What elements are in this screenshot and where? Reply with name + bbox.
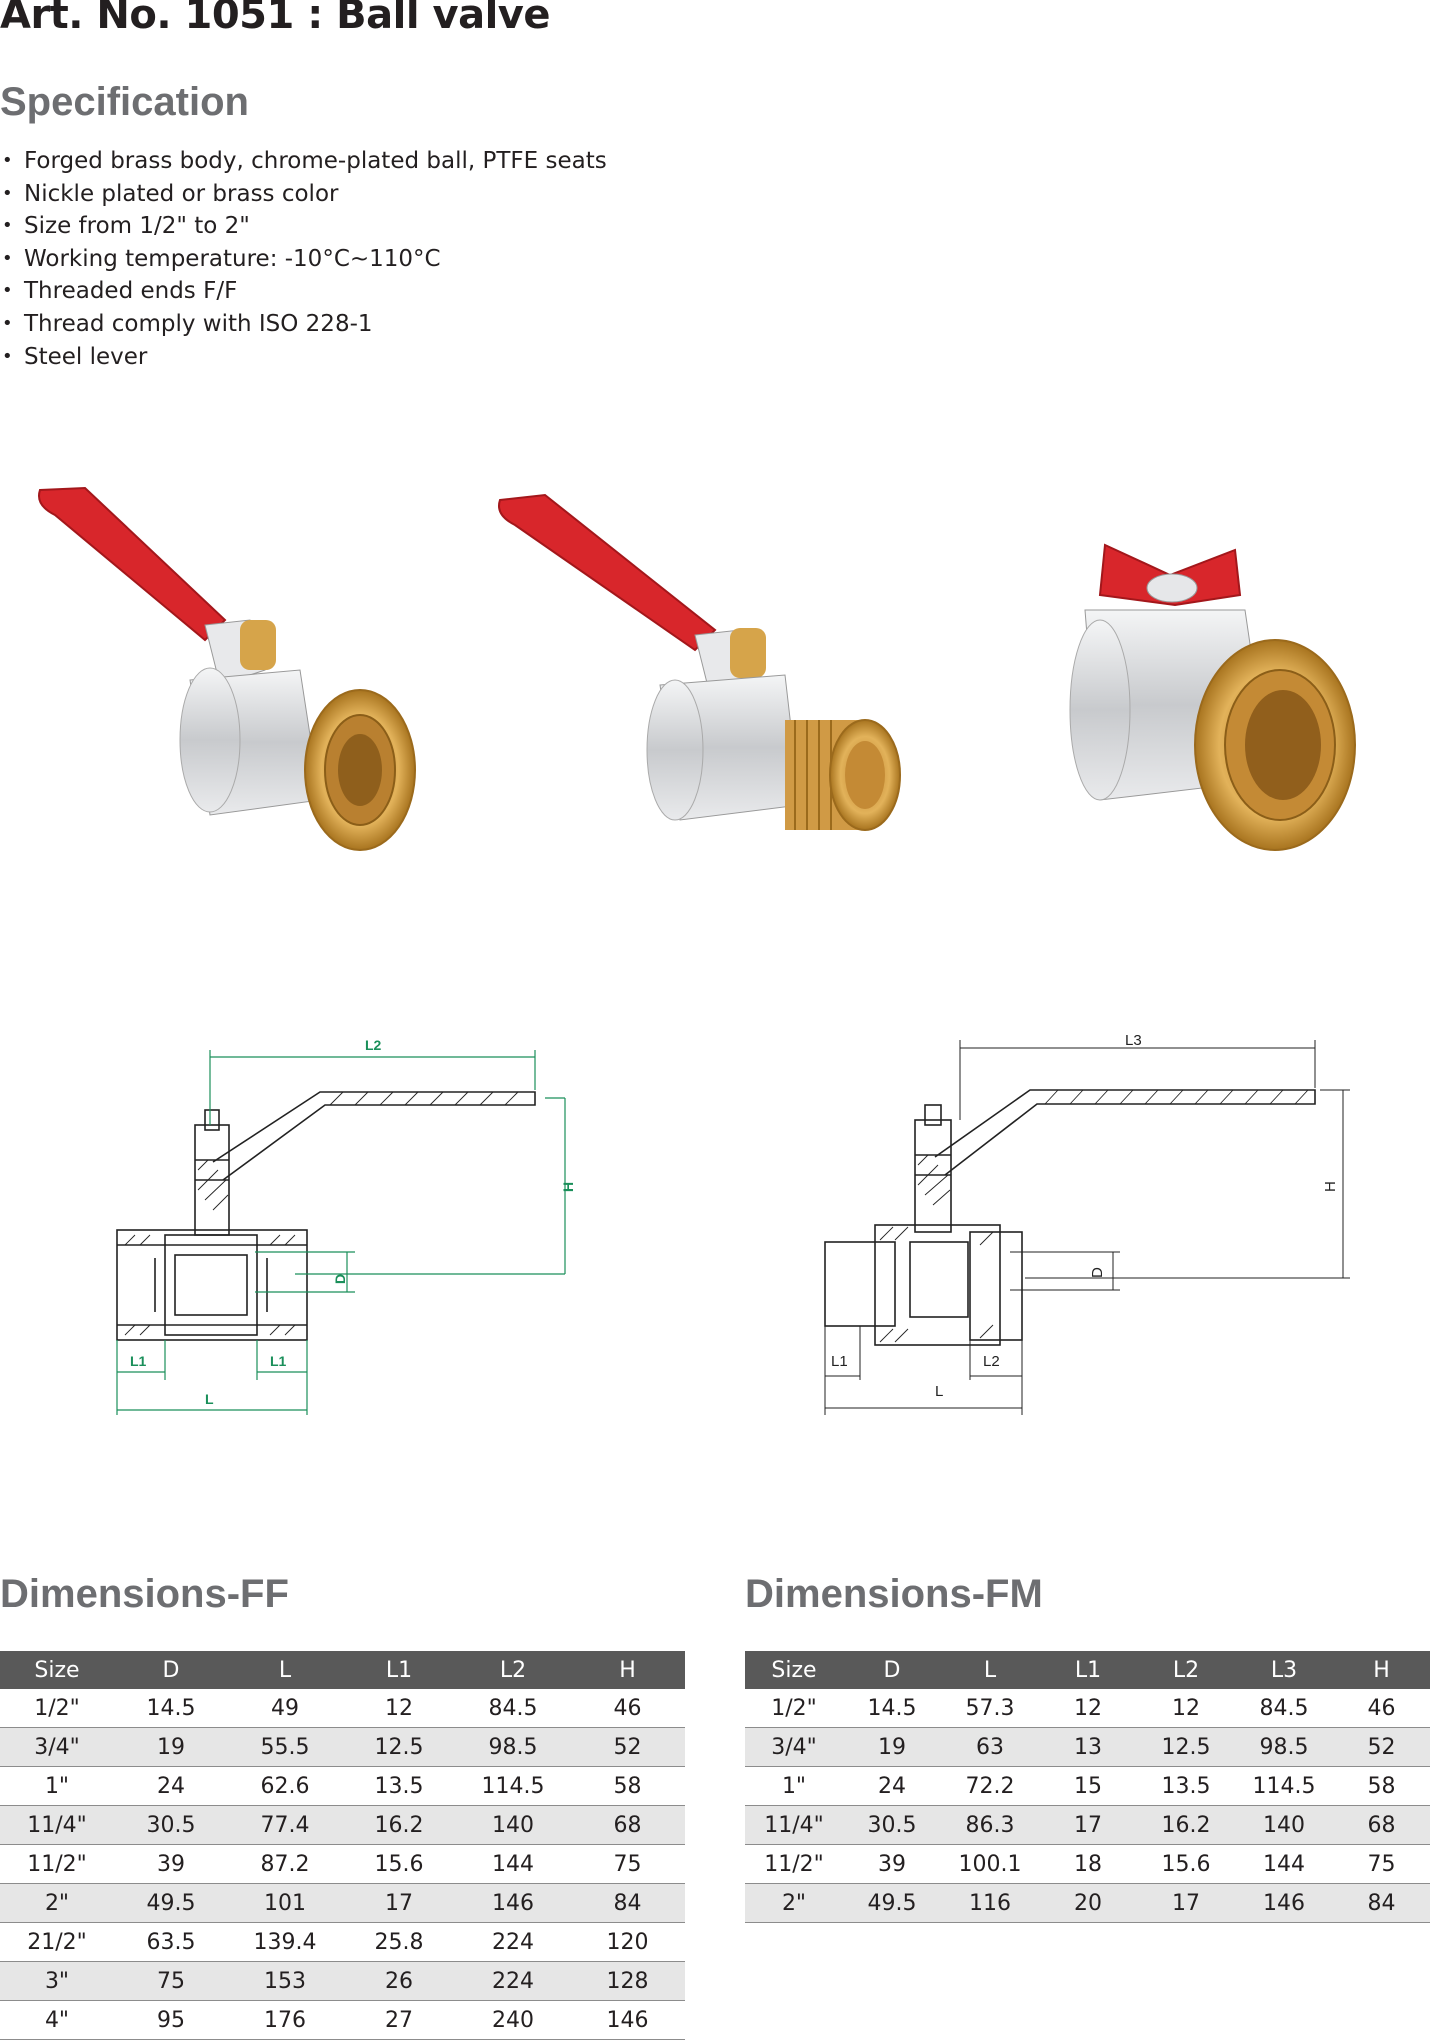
column-header: Size xyxy=(0,1651,114,1689)
bullet-icon: • xyxy=(2,247,13,269)
dim-label-l3: L3 xyxy=(1125,1032,1142,1049)
spec-item: •Steel lever xyxy=(0,341,607,374)
dim-label-l1-right: L1 xyxy=(270,1353,287,1369)
dim-label-d: D xyxy=(332,1274,348,1284)
drawing-fm: L3 H D L1 L2 L xyxy=(824,1032,1350,1415)
column-header: D xyxy=(114,1651,228,1689)
ball-valve-ff-lever-photo xyxy=(38,486,416,851)
page-title: Art. No. 1051 : Ball valve xyxy=(0,0,551,38)
column-header: L2 xyxy=(1137,1651,1235,1689)
ball-valve-butterfly-handle-photo xyxy=(1069,543,1356,851)
column-header: L1 xyxy=(342,1651,456,1689)
spec-item: •Forged brass body, chrome-plated ball, … xyxy=(0,145,607,178)
bullet-icon: • xyxy=(2,345,13,367)
dim-label-l: L xyxy=(205,1391,214,1407)
specification-heading: Specification xyxy=(0,80,249,124)
column-header: H xyxy=(570,1651,685,1689)
dimensions-ff-heading: Dimensions-FF xyxy=(0,1572,289,1616)
spec-item: •Working temperature: -10°C~110°C xyxy=(0,243,607,276)
dim-label-l2: L2 xyxy=(983,1353,1000,1370)
column-header: L2 xyxy=(456,1651,570,1689)
column-header: L1 xyxy=(1039,1651,1137,1689)
bullet-icon: • xyxy=(2,150,13,171)
column-header: L3 xyxy=(1235,1651,1333,1689)
spec-item: •Threaded ends F/F xyxy=(0,275,607,308)
dim-label-l2: L2 xyxy=(365,1037,382,1053)
dim-label-h: H xyxy=(560,1182,576,1192)
specification-list: •Forged brass body, chrome-plated ball, … xyxy=(0,145,607,373)
dim-label-l: L xyxy=(935,1383,943,1400)
column-header: D xyxy=(843,1651,941,1689)
drawing-ff: L2 H D L1 L1 L xyxy=(116,1037,576,1415)
bullet-icon: • xyxy=(2,280,13,302)
spec-item: •Nickle plated or brass color xyxy=(0,178,607,211)
bullet-icon: • xyxy=(2,312,13,334)
dim-label-l1: L1 xyxy=(831,1353,848,1370)
bullet-icon: • xyxy=(2,215,13,237)
dim-label-h: H xyxy=(1322,1181,1339,1192)
dimensions-fm-heading: Dimensions-FM xyxy=(745,1572,1043,1616)
spec-item: •Size from 1/2" to 2" xyxy=(0,210,607,243)
column-header: L xyxy=(941,1651,1039,1689)
spec-item: •Thread comply with ISO 228-1 xyxy=(0,308,607,341)
bullet-icon: • xyxy=(2,182,13,204)
column-header: Size xyxy=(745,1651,843,1689)
dim-label-d: D xyxy=(1089,1267,1106,1278)
column-header: L xyxy=(228,1651,342,1689)
column-header: H xyxy=(1333,1651,1430,1689)
dim-label-l1-left: L1 xyxy=(130,1353,147,1369)
ball-valve-fm-lever-photo xyxy=(498,493,901,831)
